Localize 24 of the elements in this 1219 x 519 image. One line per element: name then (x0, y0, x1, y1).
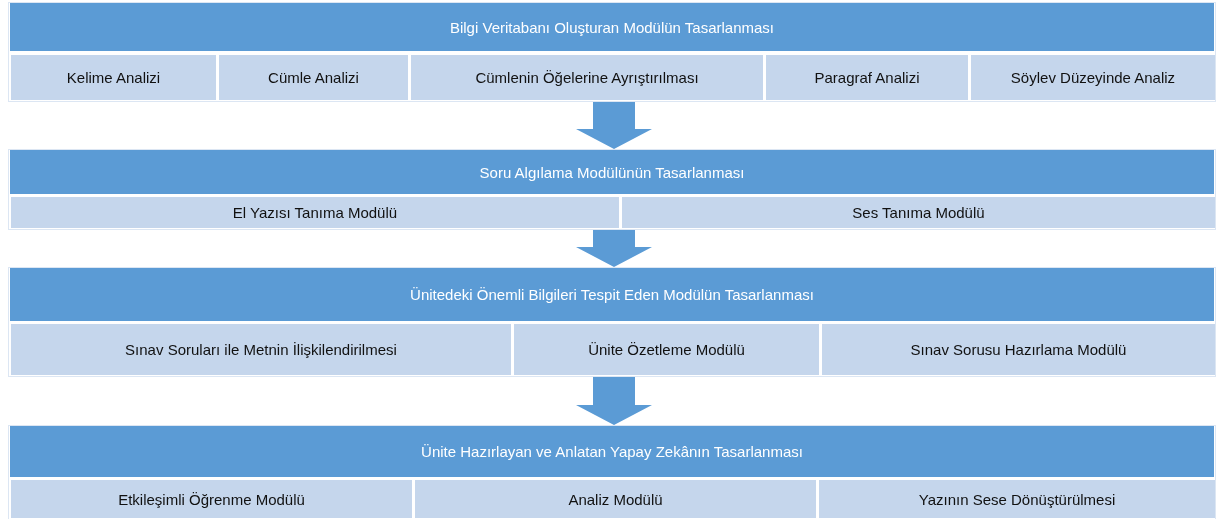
down-arrow (576, 102, 652, 149)
module-cell: Söylev Düzeyinde Analiz (971, 55, 1215, 100)
section-band (8, 425, 1216, 519)
down-arrow (576, 230, 652, 267)
section-title: Soru Algılama Modülünün Tasarlanması (479, 163, 745, 181)
module-cell: Ünite Özetleme Modülü (514, 324, 819, 375)
module-cell: Paragraf Analizi (766, 55, 968, 100)
module-cell: Yazının Sese Dönüştürülmesi (819, 480, 1215, 518)
module-cell: El Yazısı Tanıma Modülü (11, 197, 619, 228)
section-title: Ünitedeki Önemli Bilgileri Tespit Eden Modülün Tasarlanması (410, 286, 814, 303)
module-cell: Etkileşimli Öğrenme Modülü (11, 480, 412, 518)
module-cell: Analiz Modülü (415, 480, 816, 518)
module-cell: Ses Tanıma Modülü (622, 197, 1215, 228)
section-band (8, 267, 1216, 377)
section-title: Bilgi Veritabanı Oluşturan Modülün Tasarlanması (449, 18, 775, 36)
module-cell: Sınav Sorusu Hazırlama Modülü (822, 324, 1215, 375)
section-band (8, 2, 1216, 102)
section-title: Ünite Hazırlayan ve Anlatan Yapay Zekânın Tasarlanması (421, 443, 803, 460)
section-band (8, 149, 1216, 230)
module-cell: Cümle Analizi (219, 55, 408, 100)
module-cell: Cümlenin Öğelerine Ayrıştırılması (411, 55, 763, 100)
down-arrow (576, 377, 652, 425)
module-cell: Sınav Soruları ile Metnin İlişkilendirilmesi (11, 324, 511, 375)
module-cell: Kelime Analizi (11, 55, 216, 100)
